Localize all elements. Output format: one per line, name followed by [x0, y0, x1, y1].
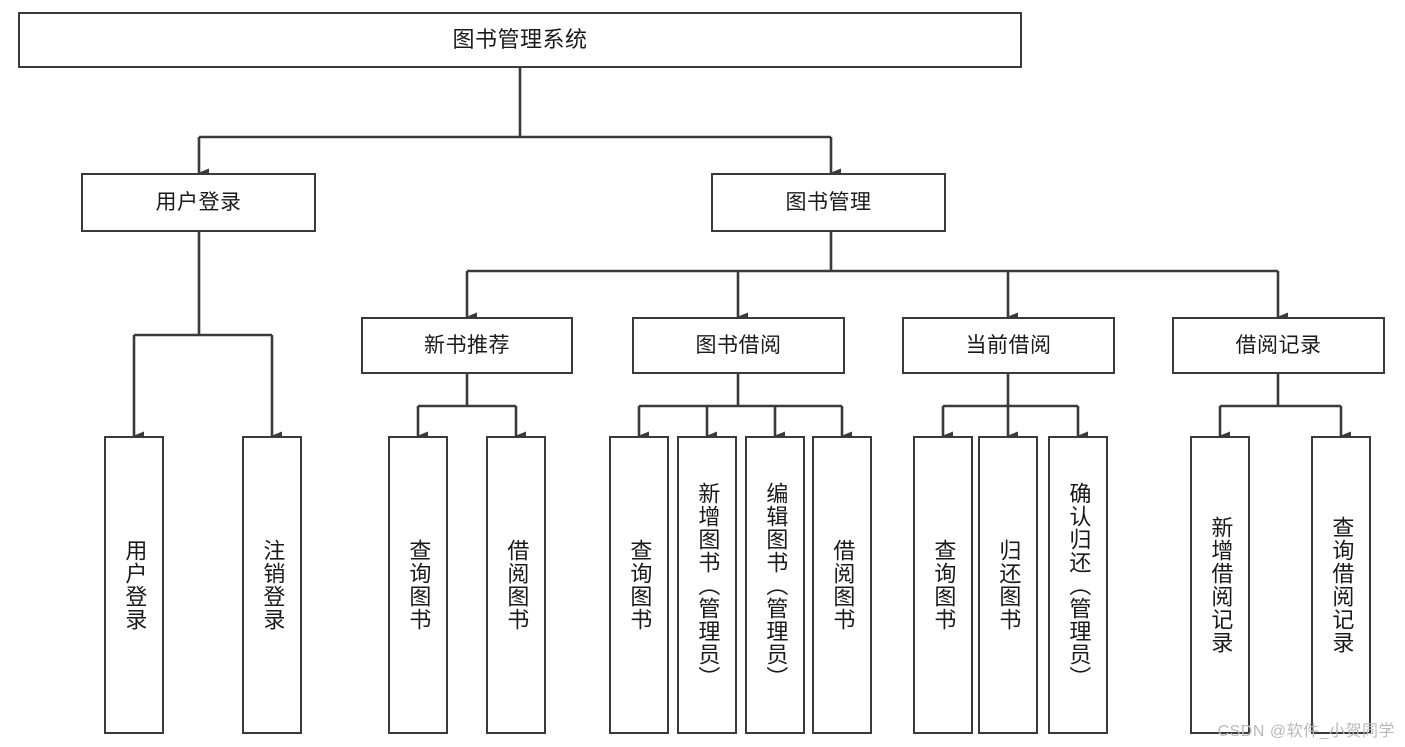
leaf-borrow-book-1[interactable]: 借阅图书: [486, 436, 546, 734]
leaf-add-record-label: 新增借阅记录: [1208, 516, 1234, 654]
node-book-manage[interactable]: 图书管理: [711, 173, 946, 232]
node-borrow-record[interactable]: 借阅记录: [1172, 317, 1385, 374]
leaf-query-book-3-label: 查询图书: [931, 539, 957, 631]
leaf-logout[interactable]: 注销登录: [242, 436, 302, 734]
node-borrow-record-label: 借阅记录: [1235, 333, 1322, 357]
leaf-borrow-book-2[interactable]: 借阅图书: [812, 436, 872, 734]
leaf-logout-label: 注销登录: [260, 539, 286, 631]
leaf-borrow-book-1-label: 借阅图书: [504, 539, 530, 631]
leaf-confirm-return-label: 确认归还（管理员）: [1066, 481, 1092, 689]
node-root[interactable]: 图书管理系统: [18, 12, 1022, 68]
leaf-edit-book-label: 编辑图书（管理员）: [763, 481, 789, 689]
leaf-query-book-3[interactable]: 查询图书: [913, 436, 973, 734]
leaf-return-book[interactable]: 归还图书: [978, 436, 1038, 734]
leaf-return-book-label: 归还图书: [996, 539, 1022, 631]
node-new-book-recommend[interactable]: 新书推荐: [361, 317, 573, 374]
leaf-query-book-2-label: 查询图书: [627, 539, 653, 631]
leaf-add-record[interactable]: 新增借阅记录: [1190, 436, 1250, 734]
leaf-confirm-return[interactable]: 确认归还（管理员）: [1048, 436, 1108, 734]
node-user-login-label: 用户登录: [155, 190, 242, 214]
node-root-label: 图书管理系统: [452, 26, 588, 52]
node-current-borrow-label: 当前借阅: [965, 333, 1052, 357]
node-book-borrow[interactable]: 图书借阅: [632, 317, 845, 374]
leaf-query-book-1[interactable]: 查询图书: [388, 436, 448, 734]
leaf-query-book-1-label: 查询图书: [406, 539, 432, 631]
leaf-query-book-2[interactable]: 查询图书: [609, 436, 669, 734]
leaf-user-login[interactable]: 用户登录: [104, 436, 164, 734]
leaf-edit-book[interactable]: 编辑图书（管理员）: [745, 436, 805, 734]
leaf-add-book[interactable]: 新增图书（管理员）: [677, 436, 737, 734]
node-current-borrow[interactable]: 当前借阅: [902, 317, 1115, 374]
node-book-borrow-label: 图书借阅: [695, 333, 782, 357]
node-book-manage-label: 图书管理: [785, 190, 872, 214]
leaf-query-record-label: 查询借阅记录: [1329, 516, 1355, 654]
leaf-borrow-book-2-label: 借阅图书: [830, 539, 856, 631]
node-new-book-recommend-label: 新书推荐: [424, 333, 510, 357]
leaf-user-login-label: 用户登录: [122, 539, 148, 631]
node-user-login[interactable]: 用户登录: [81, 173, 316, 232]
leaf-query-record[interactable]: 查询借阅记录: [1311, 436, 1371, 734]
csdn-watermark: CSDN @软件_小贺同学: [1217, 723, 1395, 740]
leaf-add-book-label: 新增图书（管理员）: [695, 481, 721, 689]
